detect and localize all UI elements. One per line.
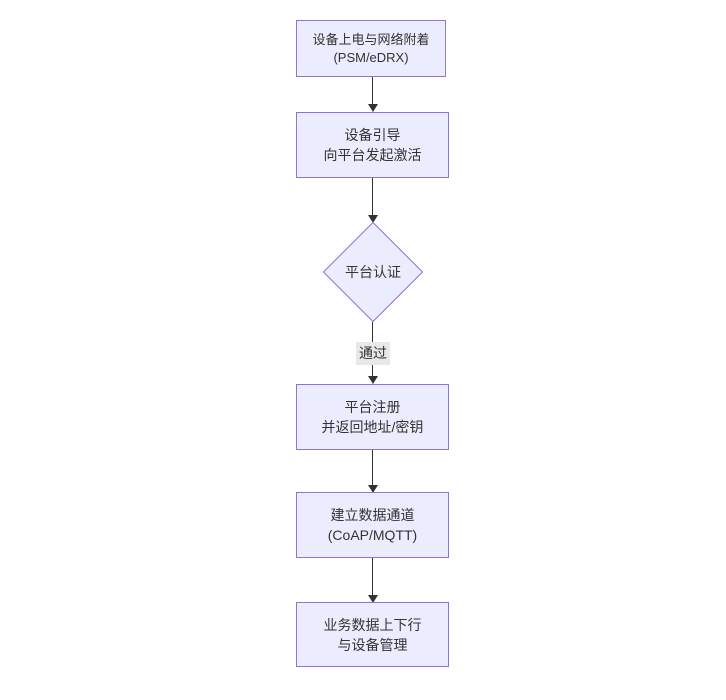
edge-line-e-f: [372, 558, 373, 595]
node-text-line: (PSM/eDRX): [333, 49, 409, 65]
arrowhead-down-icon: [368, 595, 378, 603]
node-text-line: 设备引导: [344, 127, 401, 143]
node-text-line: 并返回地址/密钥: [321, 419, 424, 435]
node-text-line: 向平台发起激活: [323, 147, 422, 163]
node-text-line: 平台注册: [344, 399, 401, 415]
node-text-line: 平台认证: [345, 264, 401, 280]
node-text-line: (CoAP/MQTT): [327, 527, 418, 543]
node-text-line: 建立数据通道: [330, 507, 415, 523]
node-text-line: 业务数据上下行: [323, 616, 422, 633]
node-data-channel: 建立数据通道 (CoAP/MQTT): [296, 492, 449, 558]
node-text-line: 与设备管理: [337, 636, 408, 653]
decision-platform-auth: 平台认证: [321, 221, 425, 323]
node-power-network-attach: 设备上电与网络附着 (PSM/eDRX): [296, 20, 446, 77]
node-device-bootstrap: 设备引导 向平台发起激活: [296, 112, 449, 178]
edge-line-b-c: [372, 178, 373, 215]
arrowhead-down-icon: [368, 485, 378, 493]
node-business-data: 业务数据上下行 与设备管理: [296, 602, 449, 667]
edge-line-a-b: [372, 77, 373, 105]
node-platform-register: 平台注册 并返回地址/密钥: [296, 384, 449, 450]
node-text-line: 设备上电与网络附着: [312, 31, 430, 47]
edge-line-d-e: [372, 450, 373, 485]
arrowhead-down-icon: [368, 376, 378, 384]
arrowhead-down-icon: [368, 104, 378, 112]
edge-label-pass: 通过: [356, 342, 390, 365]
arrowhead-down-icon: [368, 215, 378, 223]
